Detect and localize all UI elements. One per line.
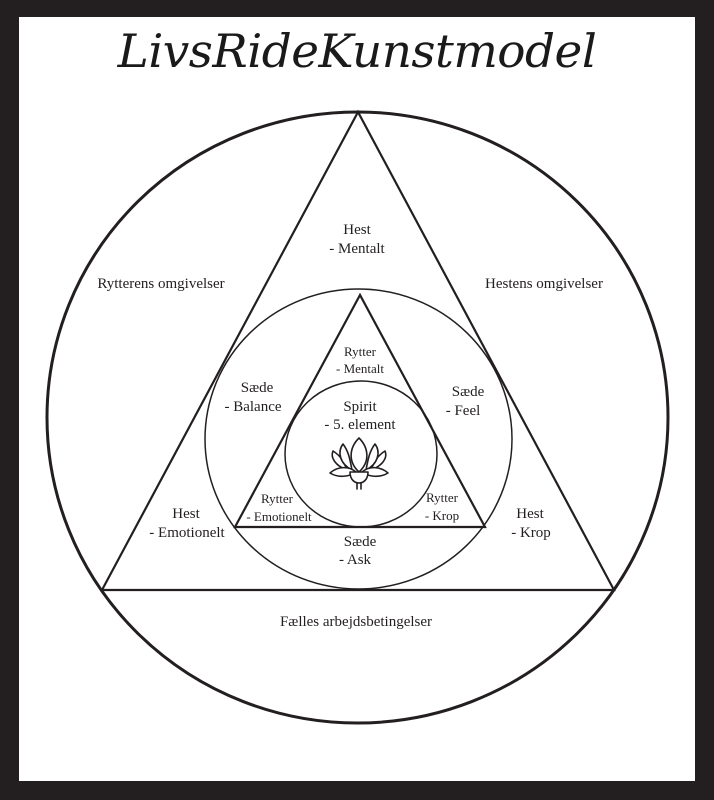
label-rider-body-sub: - Krop (425, 508, 459, 523)
label-spirit-sub: - 5. element (324, 417, 396, 433)
label-horse-mental-sub: - Mentalt (329, 241, 385, 257)
label-rider-emotional-sub: - Emotionelt (246, 509, 312, 524)
middle-circle (204, 288, 513, 590)
label-rider-mental-title: Rytter (344, 344, 377, 359)
inner-circle (284, 380, 438, 528)
label-horse-emotional-sub: - Emotionelt (149, 525, 225, 541)
label-shared-conditions: Fælles arbejdsbetingelser (280, 614, 432, 630)
label-seat-feel: Sæde - Feel (446, 384, 485, 419)
label-spirit-title: Spirit (343, 399, 377, 415)
diagram-title: LivsRideKunstmodel (117, 24, 597, 78)
label-horse-mental: Hest - Mentalt (329, 222, 385, 257)
label-seat-ask-title: Sæde (344, 534, 377, 550)
label-horse-surroundings: Hestens omgivelser (485, 276, 603, 292)
label-seat-ask: Sæde - Ask (339, 534, 377, 568)
label-seat-feel-title: Sæde (452, 384, 485, 400)
label-horse-body-title: Hest (516, 506, 544, 522)
label-spirit: Spirit - 5. element (324, 399, 396, 433)
label-seat-balance: Sæde - Balance (224, 380, 281, 415)
label-rider-body: Rytter - Krop (425, 490, 459, 523)
label-horse-emotional: Hest - Emotionelt (149, 506, 225, 541)
label-seat-balance-sub: - Balance (224, 399, 281, 415)
label-rider-emotional: Rytter - Emotionelt (246, 491, 312, 524)
label-horse-emotional-title: Hest (172, 506, 200, 522)
label-seat-balance-title: Sæde (241, 380, 274, 396)
label-rider-body-title: Rytter (426, 490, 459, 505)
label-rider-emotional-title: Rytter (261, 491, 294, 506)
diagram-panel (19, 17, 695, 781)
label-rider-mental-sub: - Mentalt (336, 361, 384, 376)
lotus-icon (329, 437, 389, 490)
label-seat-feel-sub: - Feel (446, 403, 481, 419)
label-horse-mental-title: Hest (343, 222, 371, 238)
label-rider-mental: Rytter - Mentalt (336, 344, 384, 376)
label-seat-ask-sub: - Ask (339, 552, 372, 568)
label-rider-surroundings: Rytterens omgivelser (97, 276, 224, 292)
label-horse-body-sub: - Krop (511, 525, 551, 541)
outer-triangle (100, 109, 616, 592)
label-horse-body: Hest - Krop (511, 506, 551, 541)
